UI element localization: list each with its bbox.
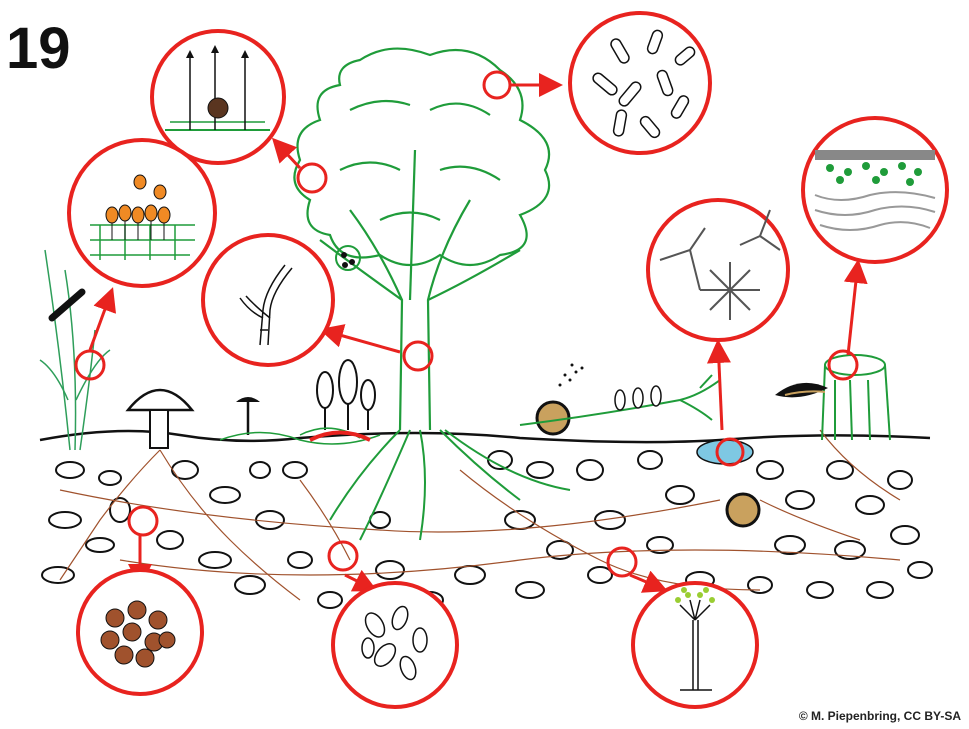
callout-soil-mold (633, 583, 757, 707)
callout-lichen (803, 118, 947, 262)
puffball (537, 402, 569, 434)
water-puddle (697, 440, 753, 464)
copyright-credit: © M. Piepenbring, CC BY-SA (799, 709, 961, 723)
callout-sporangiophore (152, 31, 284, 163)
callout-rust (69, 140, 215, 286)
puffball-spore-cloud (559, 364, 584, 387)
callout-leaf-spores (570, 13, 710, 153)
morel-fruiting-bodies (317, 360, 375, 430)
bracket-fungus (775, 383, 828, 397)
callout-soil-yeasts (333, 583, 457, 707)
ground-line (40, 431, 930, 442)
callout-stem-hyphae (203, 235, 333, 365)
callout-soil-spores (78, 570, 202, 694)
tree (294, 49, 549, 430)
arrow-wheat-to-rust (90, 290, 112, 350)
arrow-trunk-to-hyphae (322, 330, 400, 352)
callout-aquatic-conidia (648, 200, 788, 340)
branch-fruiting-bodies (615, 386, 661, 410)
small-mushroom (236, 397, 260, 435)
arrow-water-to-conidia (718, 342, 722, 430)
arrow-stump-to-lichen (848, 262, 858, 355)
ergot-sclerotium (52, 292, 82, 318)
soil-truffle (727, 494, 759, 526)
arrow-leaf-to-sporangium (274, 140, 300, 168)
mushroom (128, 390, 192, 448)
wheat-plant (40, 250, 110, 450)
